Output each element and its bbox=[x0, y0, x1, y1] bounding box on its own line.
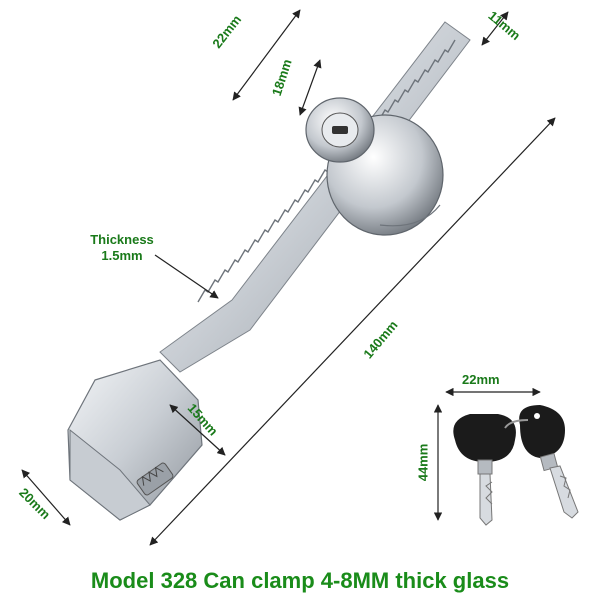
thickness-value: 1.5mm bbox=[101, 248, 143, 263]
thickness-label: Thickness 1.5mm bbox=[72, 232, 172, 264]
thickness-title: Thickness bbox=[90, 232, 154, 247]
keys bbox=[453, 405, 579, 526]
key-left bbox=[453, 414, 516, 526]
dim-key-width: 22mm bbox=[462, 372, 500, 387]
dim-key-height: 44mm bbox=[415, 443, 431, 482]
dimension-lines bbox=[21, 9, 556, 546]
key-right bbox=[504, 405, 579, 519]
product-caption: Model 328 Can clamp 4-8MM thick glass bbox=[90, 568, 510, 593]
clamp-bracket bbox=[67, 359, 203, 521]
